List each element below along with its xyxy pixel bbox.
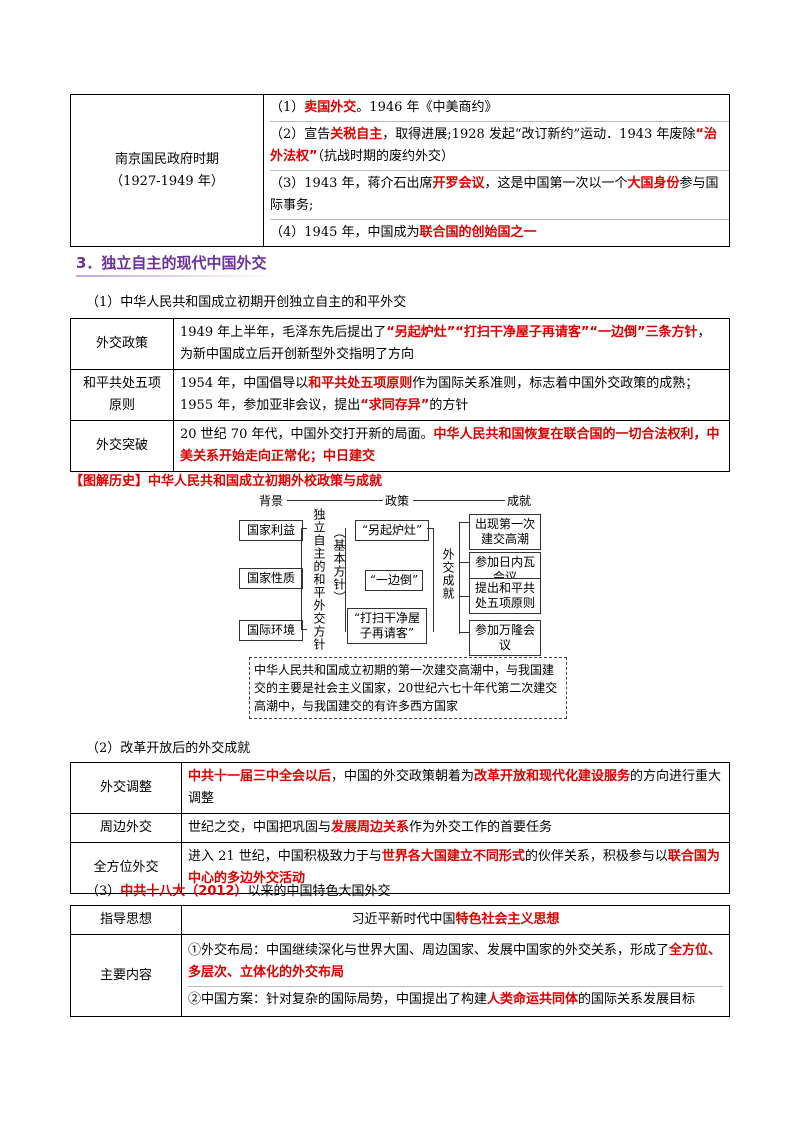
header-achievement: 成就 — [507, 494, 532, 508]
reform-diplomacy-table: 外交调整 中共十一届三中全会以后，中国的外交政策朝着为改革开放和现代化建设服务的… — [70, 762, 730, 894]
row-value: 1954 年，中国倡导以和平共处五项原则作为国际关系准则，标志着中国外交政策的成… — [173, 369, 730, 421]
table-row: 外交突破 20 世纪 70 年代，中国外交打开新的局面。中华人民共和国恢复在联合… — [70, 420, 730, 472]
achievement-label: 外交成就 — [441, 548, 455, 600]
subheading-1: （1）中华人民共和国成立初期开创独立自主的和平外交 — [86, 295, 407, 310]
section-underline — [76, 275, 276, 277]
bg-box: 国家利益 — [239, 520, 303, 541]
policy-principle: 独立自主的和平外交方针 — [312, 508, 326, 651]
table-row: 指导思想 习近平新时代中国特色社会主义思想 — [70, 905, 730, 935]
row-value: 20 世纪 70 年代，中国外交打开新的局面。中华人民共和国恢复在联合国的一切合… — [173, 420, 730, 472]
nanjing-government-table: 南京国民政府时期 （1927-1949 年） （1）卖国外交。1946 年《中美… — [70, 94, 730, 247]
subheading-2: （2）改革开放后的外交成就 — [86, 741, 251, 756]
policy-box: “一边倒” — [365, 570, 423, 591]
table-row: 周边外交 世纪之交，中国把巩固与发展周边关系作为外交工作的首要任务 — [70, 813, 730, 843]
early-diplomacy-table: 外交政策 1949 年上半年，毛泽东先后提出了“另起炉灶”“打扫干净屋子再请客”… — [70, 318, 730, 472]
table-row: 主要内容 ①外交布局：中国继续深化与世界大国、周边国家、发展中国家的外交关系，形… — [70, 934, 730, 1017]
period-years: （1927-1949 年） — [110, 173, 224, 189]
row-value: 世纪之交，中国把巩固与发展周边关系作为外交工作的首要任务 — [181, 813, 730, 843]
achievement-box: 提出和平共处五项原则 — [469, 578, 541, 614]
item-3: （3）1943 年，蒋介石出席开罗会议，这是中国第一次以一个大国身份参与国际事务… — [270, 171, 729, 220]
content-1: ①外交布局：中国继续深化与世界大国、周边国家、发展中国家的外交关系，形成了全方位… — [188, 938, 723, 987]
basic-principle-note: （基本方针） — [332, 526, 346, 604]
row-value: ①外交布局：中国继续深化与世界大国、周边国家、发展中国家的外交关系，形成了全方位… — [181, 934, 730, 1017]
row-key: 全方位外交 — [70, 842, 182, 894]
row-key: 外交调整 — [70, 762, 182, 814]
row-key: 主要内容 — [70, 934, 182, 1017]
achievement-box: 出现第一次建交高潮 — [469, 514, 541, 550]
achievement-box: 参加万隆会议 — [469, 620, 541, 656]
period-title: 南京国民政府时期 — [114, 151, 219, 167]
row-key: 指导思想 — [70, 905, 182, 935]
policy-box: “另起炉灶” — [355, 520, 429, 541]
content-2: ②中国方案：针对复杂的国际局势，中国提出了构建人类命运共同体的国际关系发展目标 — [188, 992, 696, 1007]
bg-box: 国家性质 — [239, 568, 303, 589]
subheading-3: （3）中共十八大（2012）以来的中国特色大国外交 — [86, 884, 391, 899]
row-value: 习近平新时代中国特色社会主义思想 — [181, 905, 730, 935]
period-cell: 南京国民政府时期 （1927-1949 年） — [70, 94, 264, 247]
header-background: 背景 — [259, 494, 284, 508]
table-row: 外交政策 1949 年上半年，毛泽东先后提出了“另起炉灶”“打扫干净屋子再请客”… — [70, 318, 730, 370]
item-4: （4）1945 年，中国成为联合国的创始国之一 — [270, 225, 537, 240]
row-value: 进入 21 世纪，中国积极致力于与世界各大国建立不同形式的伙伴关系，积极参与以联… — [181, 842, 730, 894]
policy-box: “打扫干净屋子再请客” — [347, 608, 427, 644]
illustrated-history-title: 【图解历史】中华人民共和国成立初期外校政策与成就 — [70, 474, 383, 489]
section-heading: 3．独立自主的现代中国外交 — [76, 254, 267, 272]
item-2: （2）宣告关税自主，取得进展;1928 发起“改订新约”运动．1943 年废除“… — [270, 122, 729, 171]
bg-box: 国际环境 — [239, 620, 303, 641]
diplomacy-items: （1）卖国外交。1946 年《中美商约》 （2）宣告关税自主，取得进展;1928… — [263, 94, 730, 247]
row-key: 外交政策 — [70, 318, 174, 370]
row-value: 中共十一届三中全会以后，中国的外交政策朝着为改革开放和现代化建设服务的方向进行重… — [181, 762, 730, 814]
header-policy: 政策 — [385, 494, 410, 508]
item-1: （1）卖国外交。1946 年《中美商约》 — [270, 95, 729, 122]
row-key: 外交突破 — [70, 420, 174, 472]
table-row: 和平共处五项原则 1954 年，中国倡导以和平共处五项原则作为国际关系准则，标志… — [70, 369, 730, 421]
row-key: 周边外交 — [70, 813, 182, 843]
major-country-diplomacy-table: 指导思想 习近平新时代中国特色社会主义思想 主要内容 ①外交布局：中国继续深化与… — [70, 905, 730, 1017]
table-row: 全方位外交 进入 21 世纪，中国积极致力于与世界各大国建立不同形式的伙伴关系，… — [70, 842, 730, 894]
row-value: 1949 年上半年，毛泽东先后提出了“另起炉灶”“打扫干净屋子再请客”“一边倒”… — [173, 318, 730, 370]
table-row: 外交调整 中共十一届三中全会以后，中国的外交政策朝着为改革开放和现代化建设服务的… — [70, 762, 730, 814]
row-key: 和平共处五项原则 — [70, 369, 174, 421]
diagram-note: 中华人民共和国成立初期的第一次建交高潮中，与我国建交的主要是社会主义国家，20世… — [249, 657, 567, 719]
